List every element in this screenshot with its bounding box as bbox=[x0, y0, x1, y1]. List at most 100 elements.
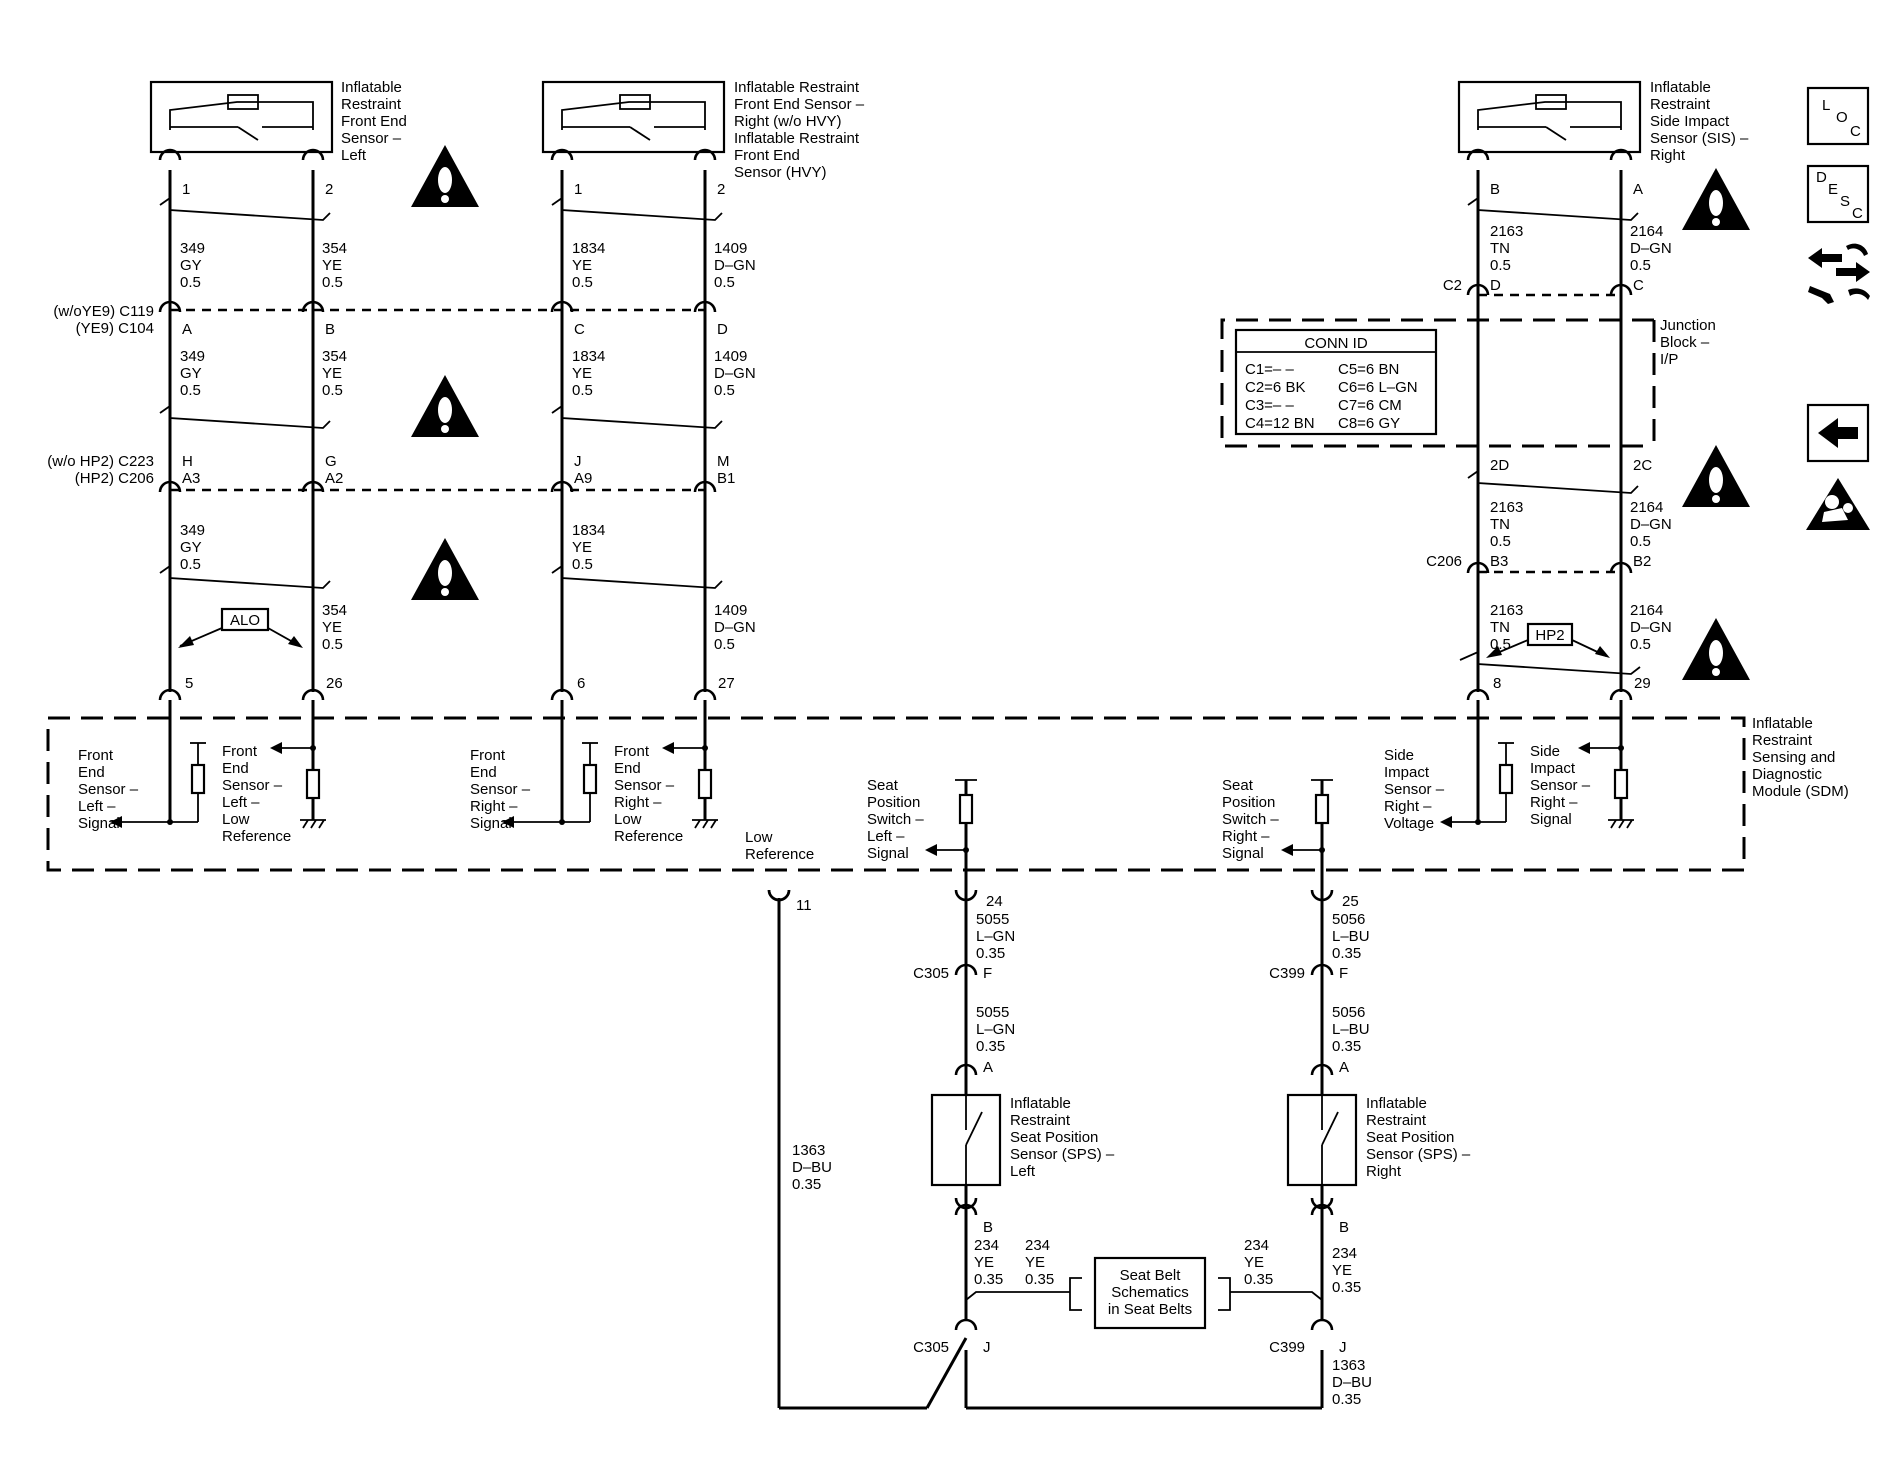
seat-position-sensor-right[interactable] bbox=[1286, 1093, 1358, 1187]
svg-text:D–BU: D–BU bbox=[792, 1159, 832, 1176]
conn-id-cell: C4=12 BN bbox=[1245, 415, 1315, 432]
svg-text:Sensor (SPS) –: Sensor (SPS) – bbox=[1366, 1146, 1471, 1163]
svg-text:Front: Front bbox=[470, 747, 506, 764]
label-line: Sensor (SIS) – bbox=[1650, 130, 1749, 147]
svg-text:0.5: 0.5 bbox=[714, 274, 735, 291]
svg-text:Front: Front bbox=[222, 743, 258, 760]
svg-text:Front: Front bbox=[614, 743, 650, 760]
label-line: Front End bbox=[734, 147, 800, 164]
pin-label: 29 bbox=[1634, 675, 1651, 692]
pin-label: 26 bbox=[326, 675, 343, 692]
svg-text:Seat: Seat bbox=[867, 777, 899, 794]
svg-text:YE: YE bbox=[322, 365, 342, 382]
pin-label: J bbox=[983, 1339, 991, 1356]
svg-text:YE: YE bbox=[974, 1254, 994, 1271]
front-end-sensor-right[interactable] bbox=[541, 80, 726, 154]
connector-label: C399 bbox=[1269, 1339, 1305, 1356]
svg-text:C: C bbox=[1852, 205, 1863, 222]
svg-text:Seat: Seat bbox=[1222, 777, 1254, 794]
svg-text:0.5: 0.5 bbox=[1630, 533, 1651, 550]
svg-text:GY: GY bbox=[180, 539, 202, 556]
junction-block[interactable]: CONN ID C1=– – C5=6 BN C2=6 BK C6=6 L–GN… bbox=[1220, 318, 1656, 448]
svg-text:354: 354 bbox=[322, 240, 347, 257]
svg-text:Signal: Signal bbox=[867, 845, 909, 862]
connector-label: C206 bbox=[1426, 553, 1462, 570]
svg-text:C: C bbox=[1850, 123, 1861, 140]
label-line: Right (w/o HVY) bbox=[734, 113, 842, 130]
side-impact-sensor-right-label: Inflatable Restraint Side Impact Sensor … bbox=[1650, 79, 1749, 164]
warning-icon bbox=[411, 538, 479, 600]
connector-label: C305 bbox=[913, 965, 949, 982]
svg-text:Front: Front bbox=[78, 747, 114, 764]
connector-dash-lines bbox=[170, 293, 1621, 574]
pin-label: A bbox=[182, 321, 192, 338]
label-line: Inflatable Restraint bbox=[734, 130, 860, 147]
svg-text:Inflatable: Inflatable bbox=[1752, 715, 1813, 732]
airbag-icon[interactable] bbox=[1806, 478, 1870, 530]
svg-text:2164: 2164 bbox=[1630, 499, 1663, 516]
conn-id-cell: C6=6 L–GN bbox=[1338, 379, 1418, 396]
svg-text:5056: 5056 bbox=[1332, 911, 1365, 928]
seat-position-sensor-left[interactable] bbox=[930, 1093, 1002, 1187]
pin-label: A bbox=[1633, 181, 1643, 198]
seat-position-sensor-left-label: Inflatable Restraint Seat Position Senso… bbox=[1010, 1095, 1115, 1180]
side-impact-sensor-right[interactable] bbox=[1457, 80, 1642, 154]
front-end-sensor-left[interactable] bbox=[149, 80, 334, 154]
wire-segments bbox=[168, 170, 1623, 1410]
front-end-sensor-left-label: Inflatable Restraint Front End Sensor – … bbox=[341, 79, 407, 164]
connector-label: (HP2) C206 bbox=[75, 470, 154, 487]
label-line: Restraint bbox=[1650, 96, 1711, 113]
svg-text:Sensor –: Sensor – bbox=[614, 777, 675, 794]
svg-text:Right –: Right – bbox=[1384, 798, 1432, 815]
svg-text:I/P: I/P bbox=[1660, 351, 1678, 368]
svg-text:Right –: Right – bbox=[614, 794, 662, 811]
terminals bbox=[158, 148, 1633, 1331]
seat-belt-schematics-box[interactable]: Seat Belt Schematics in Seat Belts bbox=[1069, 1256, 1231, 1330]
connector-repair-icon[interactable] bbox=[1808, 243, 1870, 304]
pin-label: 8 bbox=[1493, 675, 1501, 692]
svg-text:2163: 2163 bbox=[1490, 499, 1523, 516]
loc-button[interactable]: L O C bbox=[1806, 86, 1870, 146]
pin-label: A2 bbox=[325, 470, 343, 487]
svg-text:Side: Side bbox=[1384, 747, 1414, 764]
desc-button[interactable]: D E S C bbox=[1806, 164, 1870, 224]
svg-text:Left –: Left – bbox=[867, 828, 905, 845]
pin-label: B2 bbox=[1633, 553, 1651, 570]
label-low-reference: Low Reference bbox=[745, 829, 814, 863]
label-fes-left-signal: Front End Sensor – Left – Signal bbox=[78, 747, 139, 832]
svg-text:0.35: 0.35 bbox=[1332, 1279, 1361, 1296]
conn-id-cell: C2=6 BK bbox=[1245, 379, 1305, 396]
svg-text:1834: 1834 bbox=[572, 240, 605, 257]
pin-label: 1 bbox=[574, 181, 582, 198]
back-arrow-button[interactable] bbox=[1806, 403, 1870, 463]
pin-label: 6 bbox=[577, 675, 585, 692]
svg-text:0.35: 0.35 bbox=[1332, 1038, 1361, 1055]
pin-label: M bbox=[717, 453, 730, 470]
svg-text:D–GN: D–GN bbox=[714, 619, 756, 636]
svg-text:5055: 5055 bbox=[976, 911, 1009, 928]
pin-label: F bbox=[983, 965, 992, 982]
pin-label: J bbox=[574, 453, 582, 470]
svg-text:L–BU: L–BU bbox=[1332, 928, 1370, 945]
svg-text:234: 234 bbox=[1025, 1237, 1050, 1254]
svg-text:Inflatable: Inflatable bbox=[1010, 1095, 1071, 1112]
svg-text:Signal: Signal bbox=[1222, 845, 1264, 862]
svg-text:0.5: 0.5 bbox=[1630, 257, 1651, 274]
svg-text:YE: YE bbox=[1025, 1254, 1045, 1271]
warning-icon bbox=[1682, 618, 1750, 680]
pin-label: D bbox=[717, 321, 728, 338]
svg-text:234: 234 bbox=[1244, 1237, 1269, 1254]
label-line: Front End Sensor – bbox=[734, 96, 865, 113]
label-fes-left-low: Front End Sensor – Left – Low Reference bbox=[222, 743, 291, 845]
svg-text:Left –: Left – bbox=[222, 794, 260, 811]
connector-label: (w/oYE9) C119 bbox=[53, 303, 154, 320]
label-line: Inflatable bbox=[341, 79, 402, 96]
